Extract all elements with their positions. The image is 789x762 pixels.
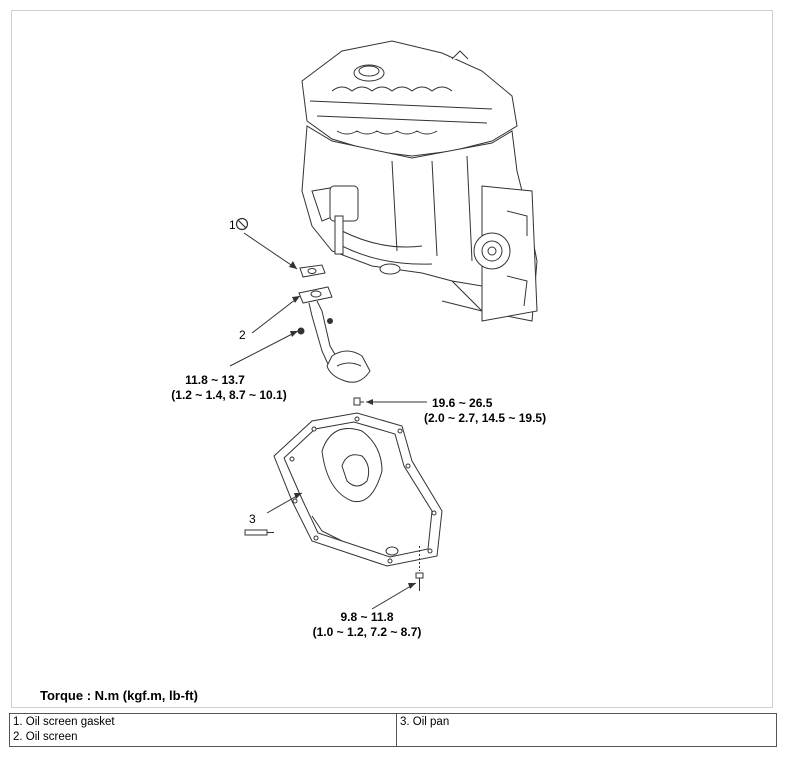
figure-frame: 1 2 3 11.8 ~ 13.7 (1.2 ~ 1.4, 8.7 ~ 10.1… — [11, 10, 773, 708]
callout-1: 1 — [229, 218, 236, 232]
exploded-diagram: 1 2 3 11.8 ~ 13.7 (1.2 ~ 1.4, 8.7 ~ 10.1… — [171, 40, 546, 639]
oil-screen-bolt-drawing — [353, 397, 364, 406]
legend-cell-right: 3. Oil pan — [396, 713, 777, 747]
torque-spec-oil-pan-bolt: 9.8 ~ 11.8 — [340, 610, 393, 624]
arrowheads — [289, 261, 416, 589]
torque-unit-label: Torque : N.m (kgf.m, lb-ft) — [40, 688, 198, 703]
callout-2: 2 — [239, 328, 246, 342]
torque-spec-oil-pan-bolt-alt: (1.0 ~ 1.2, 7.2 ~ 8.7) — [313, 625, 422, 639]
do-not-reuse-icon — [235, 217, 249, 231]
oil-screen-gasket-drawing — [299, 264, 326, 278]
oil-pan-bolt-drawing — [415, 546, 424, 591]
oil-screen-drawing — [297, 286, 371, 383]
engine-block-drawing — [301, 40, 538, 322]
torque-spec-oil-screen-nut: 11.8 ~ 13.7 — [185, 373, 245, 387]
legend-item-oil-screen-gasket: 1. Oil screen gasket — [13, 716, 115, 728]
callout-3: 3 — [249, 512, 256, 526]
oil-pan-drawing — [273, 412, 443, 567]
legend-row: 1. Oil screen gasket 2. Oil screen 3. Oi… — [9, 713, 777, 747]
torque-spec-oil-screen-bolt: 19.6 ~ 26.5 — [432, 396, 493, 410]
legend-item-oil-screen: 2. Oil screen — [13, 731, 78, 743]
torque-spec-oil-screen-nut-alt: (1.2 ~ 1.4, 8.7 ~ 10.1) — [171, 388, 286, 402]
torque-spec-oil-screen-bolt-alt: (2.0 ~ 2.7, 14.5 ~ 19.5) — [424, 411, 546, 425]
legend-cell-left: 1. Oil screen gasket 2. Oil screen — [9, 713, 397, 747]
legend-item-oil-pan: 3. Oil pan — [400, 716, 450, 728]
parts-legend-table: 1. Oil screen gasket 2. Oil screen 3. Oi… — [9, 713, 777, 747]
sealant-tube-icon — [244, 529, 274, 536]
leader-lines — [229, 232, 427, 610]
